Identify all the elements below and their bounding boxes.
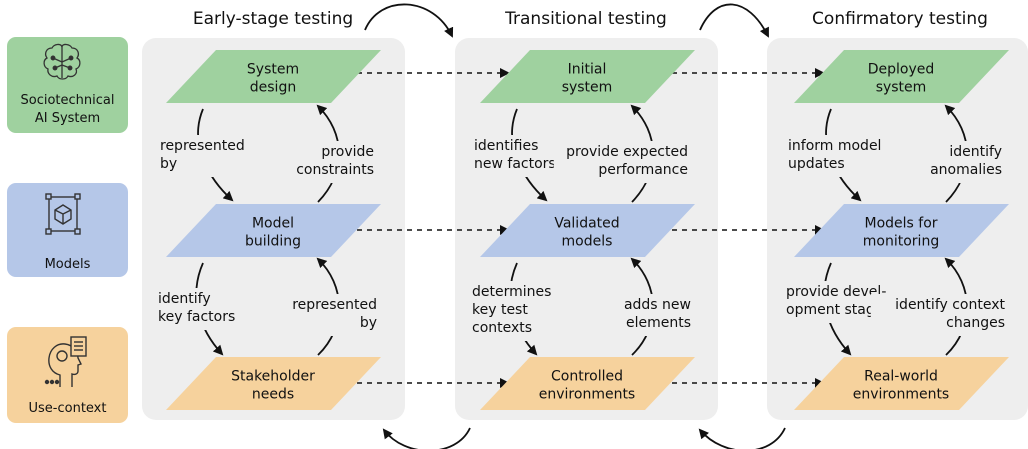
edge-label-right-upper-transitional-line1: provide expected xyxy=(566,144,688,160)
edge-label-right-upper-confirmatory-line2: anomalies xyxy=(930,162,1002,178)
person-head-icon xyxy=(44,336,87,387)
edge-label-left-upper-confirmatory-line1: inform model xyxy=(788,138,881,154)
node-mid-early-label-line1: Model xyxy=(252,216,294,232)
node-mid-transitional-label-line2: models xyxy=(562,234,613,250)
stage-title-early: Early-stage testing xyxy=(193,9,353,29)
edge-label-right-upper-early-line1: provide xyxy=(321,144,374,160)
node-bot-confirmatory-label-line1: Real-world xyxy=(864,369,938,385)
edge-label-left-upper-confirmatory-line2: updates xyxy=(788,156,845,172)
edge-label-right-lower-early-line2: by xyxy=(360,315,377,331)
edge-label-left-upper-early-line1: represented xyxy=(160,138,245,154)
stage-title-confirmatory: Confirmatory testing xyxy=(812,9,988,29)
node-mid-confirmatory-label-line1: Models for xyxy=(864,216,937,232)
node-top-confirmatory-label-line2: system xyxy=(876,80,927,96)
node-bot-early xyxy=(166,357,381,410)
sidebar-system-label-line1: Sociotechnical xyxy=(21,93,115,108)
edge-label-right-upper-confirmatory-line1: identify xyxy=(949,144,1002,160)
edge-label-left-upper-transitional-bg xyxy=(471,135,568,177)
edge-label-left-lower-transitional-line1: determines xyxy=(472,284,551,300)
edge-label-right-lower-confirmatory-line1: identify context xyxy=(895,297,1005,313)
node-bot-early-label-line2: needs xyxy=(252,387,294,403)
node-top-early-label-line1: System xyxy=(247,62,299,78)
edge-label-right-upper-early-bg xyxy=(280,141,377,183)
node-top-confirmatory-label-line1: Deployed xyxy=(868,62,935,78)
edge-label-right-upper-transitional-bg xyxy=(553,141,691,183)
node-top-transitional-label-line2: system xyxy=(562,80,613,96)
edge-label-right-upper-confirmatory-bg xyxy=(925,141,1005,183)
node-mid-transitional xyxy=(480,204,695,257)
edge-label-left-upper-transitional-line1: identifies xyxy=(474,138,538,154)
sidebar-models-box: Models xyxy=(7,183,128,277)
node-bot-confirmatory-label-line2: environments xyxy=(853,387,949,403)
edge-label-left-upper-early-line2: by xyxy=(160,156,177,172)
curved-arrow-top-1 xyxy=(364,3,454,38)
node-top-early-label-line2: design xyxy=(250,80,296,96)
neural-brain-icon xyxy=(43,43,81,80)
node-mid-early xyxy=(166,204,381,257)
node-mid-confirmatory xyxy=(794,204,1009,257)
node-bot-confirmatory xyxy=(794,357,1009,410)
node-bot-early-label-line1: Stakeholder xyxy=(231,369,315,385)
edge-label-left-lower-confirmatory-line1: provide devel- xyxy=(786,284,886,300)
stage-transition-arrows xyxy=(364,3,786,449)
sidebar-context-label: Use-context xyxy=(29,401,107,416)
edge-label-right-upper-transitional-line2: performance xyxy=(598,162,688,178)
node-top-transitional xyxy=(480,50,695,103)
curved-arrow-top-2 xyxy=(699,3,769,38)
edge-label-left-lower-early-bg xyxy=(155,288,252,330)
edge-label-right-lower-early-line1: represented xyxy=(292,297,377,313)
curved-arrow-bottom-1 xyxy=(382,427,471,449)
edge-label-left-lower-early-line2: key factors xyxy=(158,309,235,325)
node-top-early xyxy=(166,50,381,103)
edge-label-left-lower-transitional-bg xyxy=(469,281,557,341)
sidebar-models-label: Models xyxy=(45,257,91,272)
node-top-transitional-label-line1: Initial xyxy=(568,62,607,78)
sidebar-system-box: Sociotechnical AI System xyxy=(7,37,128,133)
edge-label-right-lower-confirmatory-bg xyxy=(870,294,1008,336)
edge-label-left-upper-early-bg xyxy=(157,135,254,177)
stage-title-transitional: Transitional testing xyxy=(504,9,667,29)
edge-label-left-lower-early-line1: identify xyxy=(158,291,211,307)
sidebar-system-label-line2: AI System xyxy=(35,111,100,126)
sidebar: Sociotechnical AI System Models xyxy=(7,37,128,423)
node-bot-transitional-label-line2: environments xyxy=(539,387,635,403)
edge-label-right-upper-early-line2: constraints xyxy=(296,162,374,178)
edge-label-left-lower-transitional-line2: key test xyxy=(472,302,528,318)
node-top-confirmatory xyxy=(794,50,1009,103)
edge-label-right-lower-transitional-bg xyxy=(622,294,694,336)
node-mid-transitional-label-line1: Validated xyxy=(554,216,619,232)
edge-label-right-lower-confirmatory-line2: changes xyxy=(946,315,1005,331)
model-cube-icon xyxy=(45,193,81,235)
node-mid-confirmatory-label-line2: monitoring xyxy=(863,234,939,250)
edge-label-left-upper-transitional-line2: new factors xyxy=(474,156,556,172)
edge-label-right-lower-transitional-line2: elements xyxy=(626,315,691,331)
node-bot-transitional-label-line1: Controlled xyxy=(551,369,623,385)
edge-label-left-lower-transitional-line3: contexts xyxy=(472,320,532,336)
edge-label-left-upper-confirmatory-bg xyxy=(785,135,890,177)
edge-label-left-lower-confirmatory-line2: opment stages xyxy=(786,302,891,318)
curved-arrow-bottom-2 xyxy=(698,427,786,449)
node-bot-transitional xyxy=(480,357,695,410)
node-mid-early-label-line2: building xyxy=(245,234,301,250)
sidebar-context-box: Use-context xyxy=(7,327,128,423)
edge-label-right-lower-transitional-line1: adds new xyxy=(624,297,691,313)
edge-label-right-lower-early-bg xyxy=(283,294,380,336)
